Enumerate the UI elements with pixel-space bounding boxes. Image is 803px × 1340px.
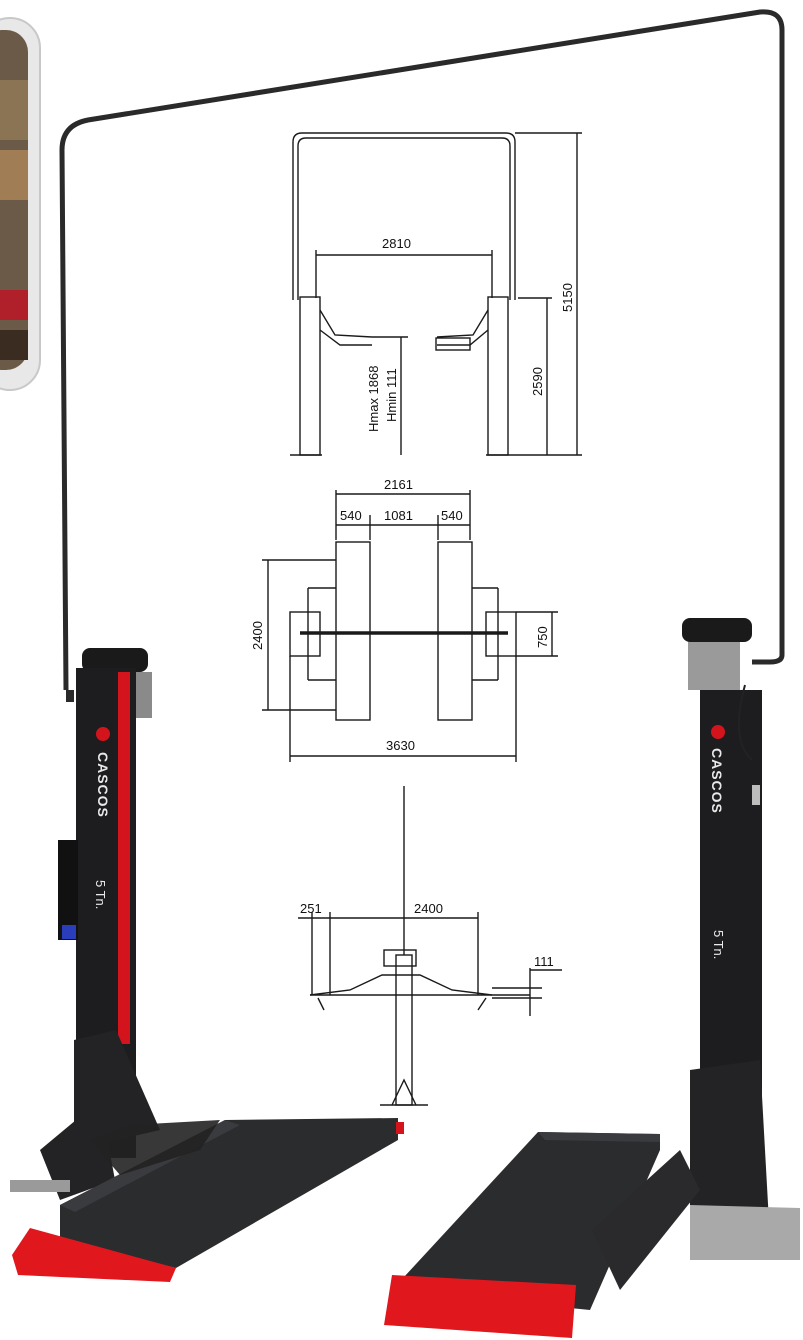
left-brand-label: CASCOS bbox=[95, 752, 111, 818]
front-view-drawing bbox=[290, 132, 582, 456]
right-platform bbox=[384, 1132, 700, 1338]
dim-platform-left: 540 bbox=[340, 508, 362, 523]
overhead-bar bbox=[59, 9, 785, 691]
left-capacity-label: 5 Tn. bbox=[93, 880, 108, 909]
right-ramp bbox=[384, 1275, 576, 1338]
left-platform bbox=[12, 1118, 404, 1282]
dim-offset: 750 bbox=[535, 626, 550, 648]
dim-hmax: Hmax 1868 bbox=[366, 366, 381, 432]
dim-min-height: 111 bbox=[534, 954, 554, 969]
dim-platform-length: 2400 bbox=[414, 901, 443, 916]
dim-column-height: 2590 bbox=[530, 367, 545, 396]
photo-thumbnail[interactable] bbox=[0, 17, 41, 391]
dim-hmin: Hmin 111 bbox=[384, 368, 399, 422]
right-capacity-label: 5 Tn. bbox=[711, 930, 726, 959]
dim-gap: 1081 bbox=[384, 508, 413, 523]
dim-overall-width: 2161 bbox=[384, 477, 413, 492]
dim-total-height: 5150 bbox=[560, 283, 575, 312]
side-view-drawing bbox=[298, 786, 562, 1106]
left-column bbox=[10, 648, 160, 1200]
right-column bbox=[682, 618, 800, 1260]
top-view-drawing bbox=[262, 490, 558, 762]
dim-platform-right: 540 bbox=[441, 508, 463, 523]
right-brand-label: CASCOS bbox=[709, 748, 725, 814]
dim-length: 2400 bbox=[250, 621, 265, 650]
left-logo-icon bbox=[96, 727, 110, 741]
right-logo-icon bbox=[711, 725, 725, 739]
dim-width-between-columns: 2810 bbox=[382, 236, 411, 251]
dim-base-width: 3630 bbox=[386, 738, 415, 753]
dim-overhang: 251 bbox=[300, 901, 322, 916]
left-ramp bbox=[12, 1228, 176, 1282]
